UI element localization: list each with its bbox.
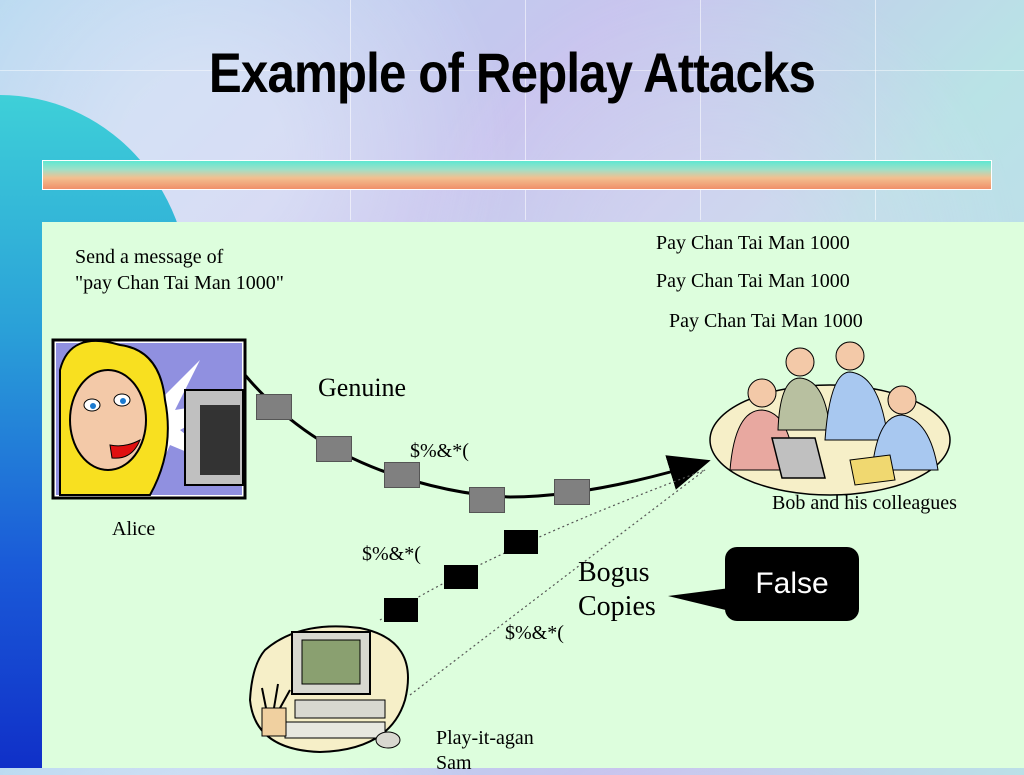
bogus-copies-label-line2: Copies <box>578 591 656 622</box>
genuine-packet <box>384 462 420 488</box>
slide-title: Example of Replay Attacks <box>208 41 816 104</box>
false-bubble-tail <box>668 588 734 612</box>
genuine-packet <box>554 479 590 505</box>
bogus-packet <box>504 530 538 554</box>
genuine-packet <box>256 394 292 420</box>
attacker-computer-picture <box>248 625 409 754</box>
alice-label: Alice <box>112 518 156 540</box>
bob-received-message: Pay Chan Tai Man 1000 <box>656 232 850 254</box>
bogus-path <box>379 469 706 621</box>
encrypted-label: $%&*( <box>505 622 564 644</box>
bg-grid-line <box>700 0 701 220</box>
alice-message-line1: Send a message of <box>75 246 224 268</box>
bob-label: Bob and his colleagues <box>772 492 957 514</box>
genuine-packet <box>469 487 505 513</box>
false-label: False <box>755 567 829 600</box>
bg-grid-line <box>350 0 351 220</box>
bogus-copies-label-line1: Bogus <box>578 557 650 588</box>
genuine-label: Genuine <box>318 373 407 402</box>
encrypted-label: $%&*( <box>410 440 469 462</box>
genuine-path <box>243 374 711 499</box>
bob-received-message: Pay Chan Tai Man 1000 <box>669 310 863 332</box>
encrypted-label: $%&*( <box>362 543 421 565</box>
bogus-packet <box>444 565 478 589</box>
bg-grid-line <box>875 0 876 220</box>
attacker-label-line1: Play-it-agan <box>436 727 534 749</box>
alice-message-line2: "pay Chan Tai Man 1000" <box>75 272 284 294</box>
bg-grid-line <box>0 70 1024 71</box>
bg-grid-line <box>525 0 526 220</box>
alice-picture <box>51 338 247 500</box>
title-underline-bar <box>42 160 992 190</box>
genuine-packet <box>316 436 352 462</box>
attacker-label-line2: Sam <box>436 752 472 774</box>
bob-received-message: Pay Chan Tai Man 1000 <box>656 270 850 292</box>
false-callout: False <box>725 547 859 621</box>
bob-colleagues-picture <box>709 341 951 496</box>
bogus-packet <box>384 598 418 622</box>
